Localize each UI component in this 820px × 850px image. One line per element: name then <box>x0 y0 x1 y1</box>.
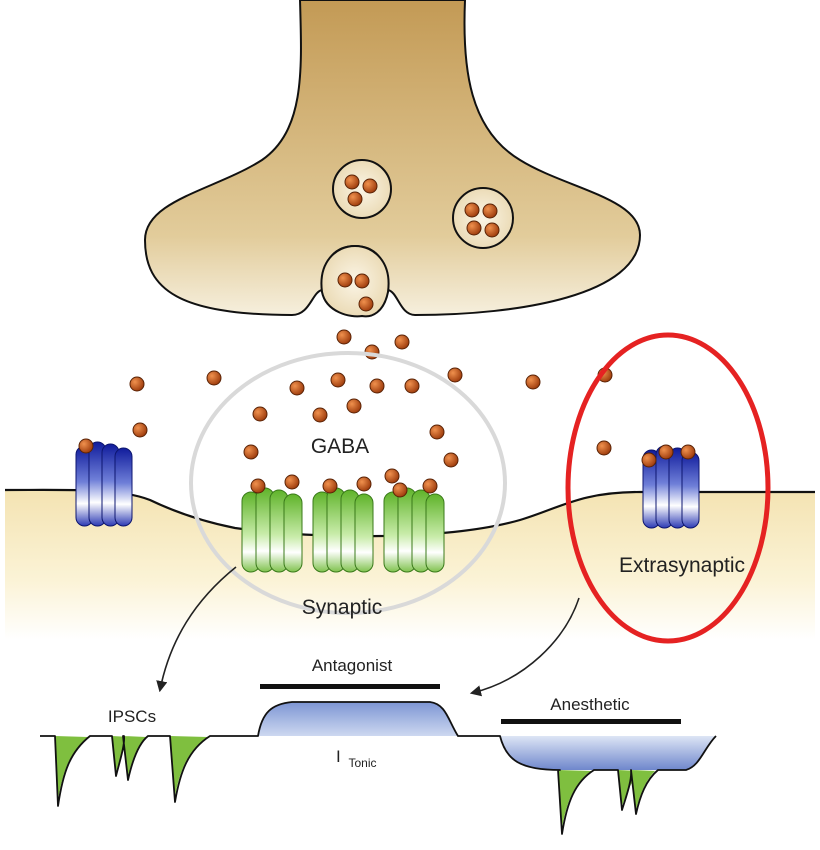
extrasynaptic-receptor <box>75 441 133 527</box>
gaba-label: GABA <box>311 435 369 458</box>
antagonist-bar <box>260 684 440 689</box>
anesthetic-bar <box>501 719 681 724</box>
ipsc-event <box>631 770 655 810</box>
synaptic-receptor <box>312 487 374 573</box>
tonic-current-antagonist <box>258 702 458 736</box>
ipsc-event <box>170 736 208 796</box>
antagonist-label: Antagonist <box>312 656 393 675</box>
synaptic-highlight-circle <box>189 351 507 615</box>
ipsc-event <box>55 736 88 800</box>
extrasynaptic-label: Extrasynaptic <box>619 554 745 577</box>
current-trace <box>40 701 717 835</box>
vesicle <box>332 159 392 219</box>
gaba-molecules <box>78 174 696 498</box>
ipscs-label: IPSCs <box>108 707 156 726</box>
synaptic-receptor <box>241 487 303 573</box>
vesicle <box>452 187 514 249</box>
i-tonic-main: I <box>336 747 341 766</box>
ipsc-event <box>558 770 592 828</box>
extrasynaptic-highlight-circle <box>565 332 771 644</box>
tonic-current-anesthetic <box>500 736 716 770</box>
synaptic-arrow <box>156 566 237 693</box>
anesthetic-label: Anesthetic <box>550 695 630 714</box>
synaptic-receptor <box>383 487 445 573</box>
i-tonic-label: I Tonic <box>336 747 376 770</box>
extrasynaptic-arrow <box>469 597 580 697</box>
ipsc-event <box>123 736 146 776</box>
presynaptic-terminal <box>143 0 642 317</box>
i-tonic-sub: Tonic <box>348 756 376 770</box>
synaptic-label: Synaptic <box>302 596 383 619</box>
